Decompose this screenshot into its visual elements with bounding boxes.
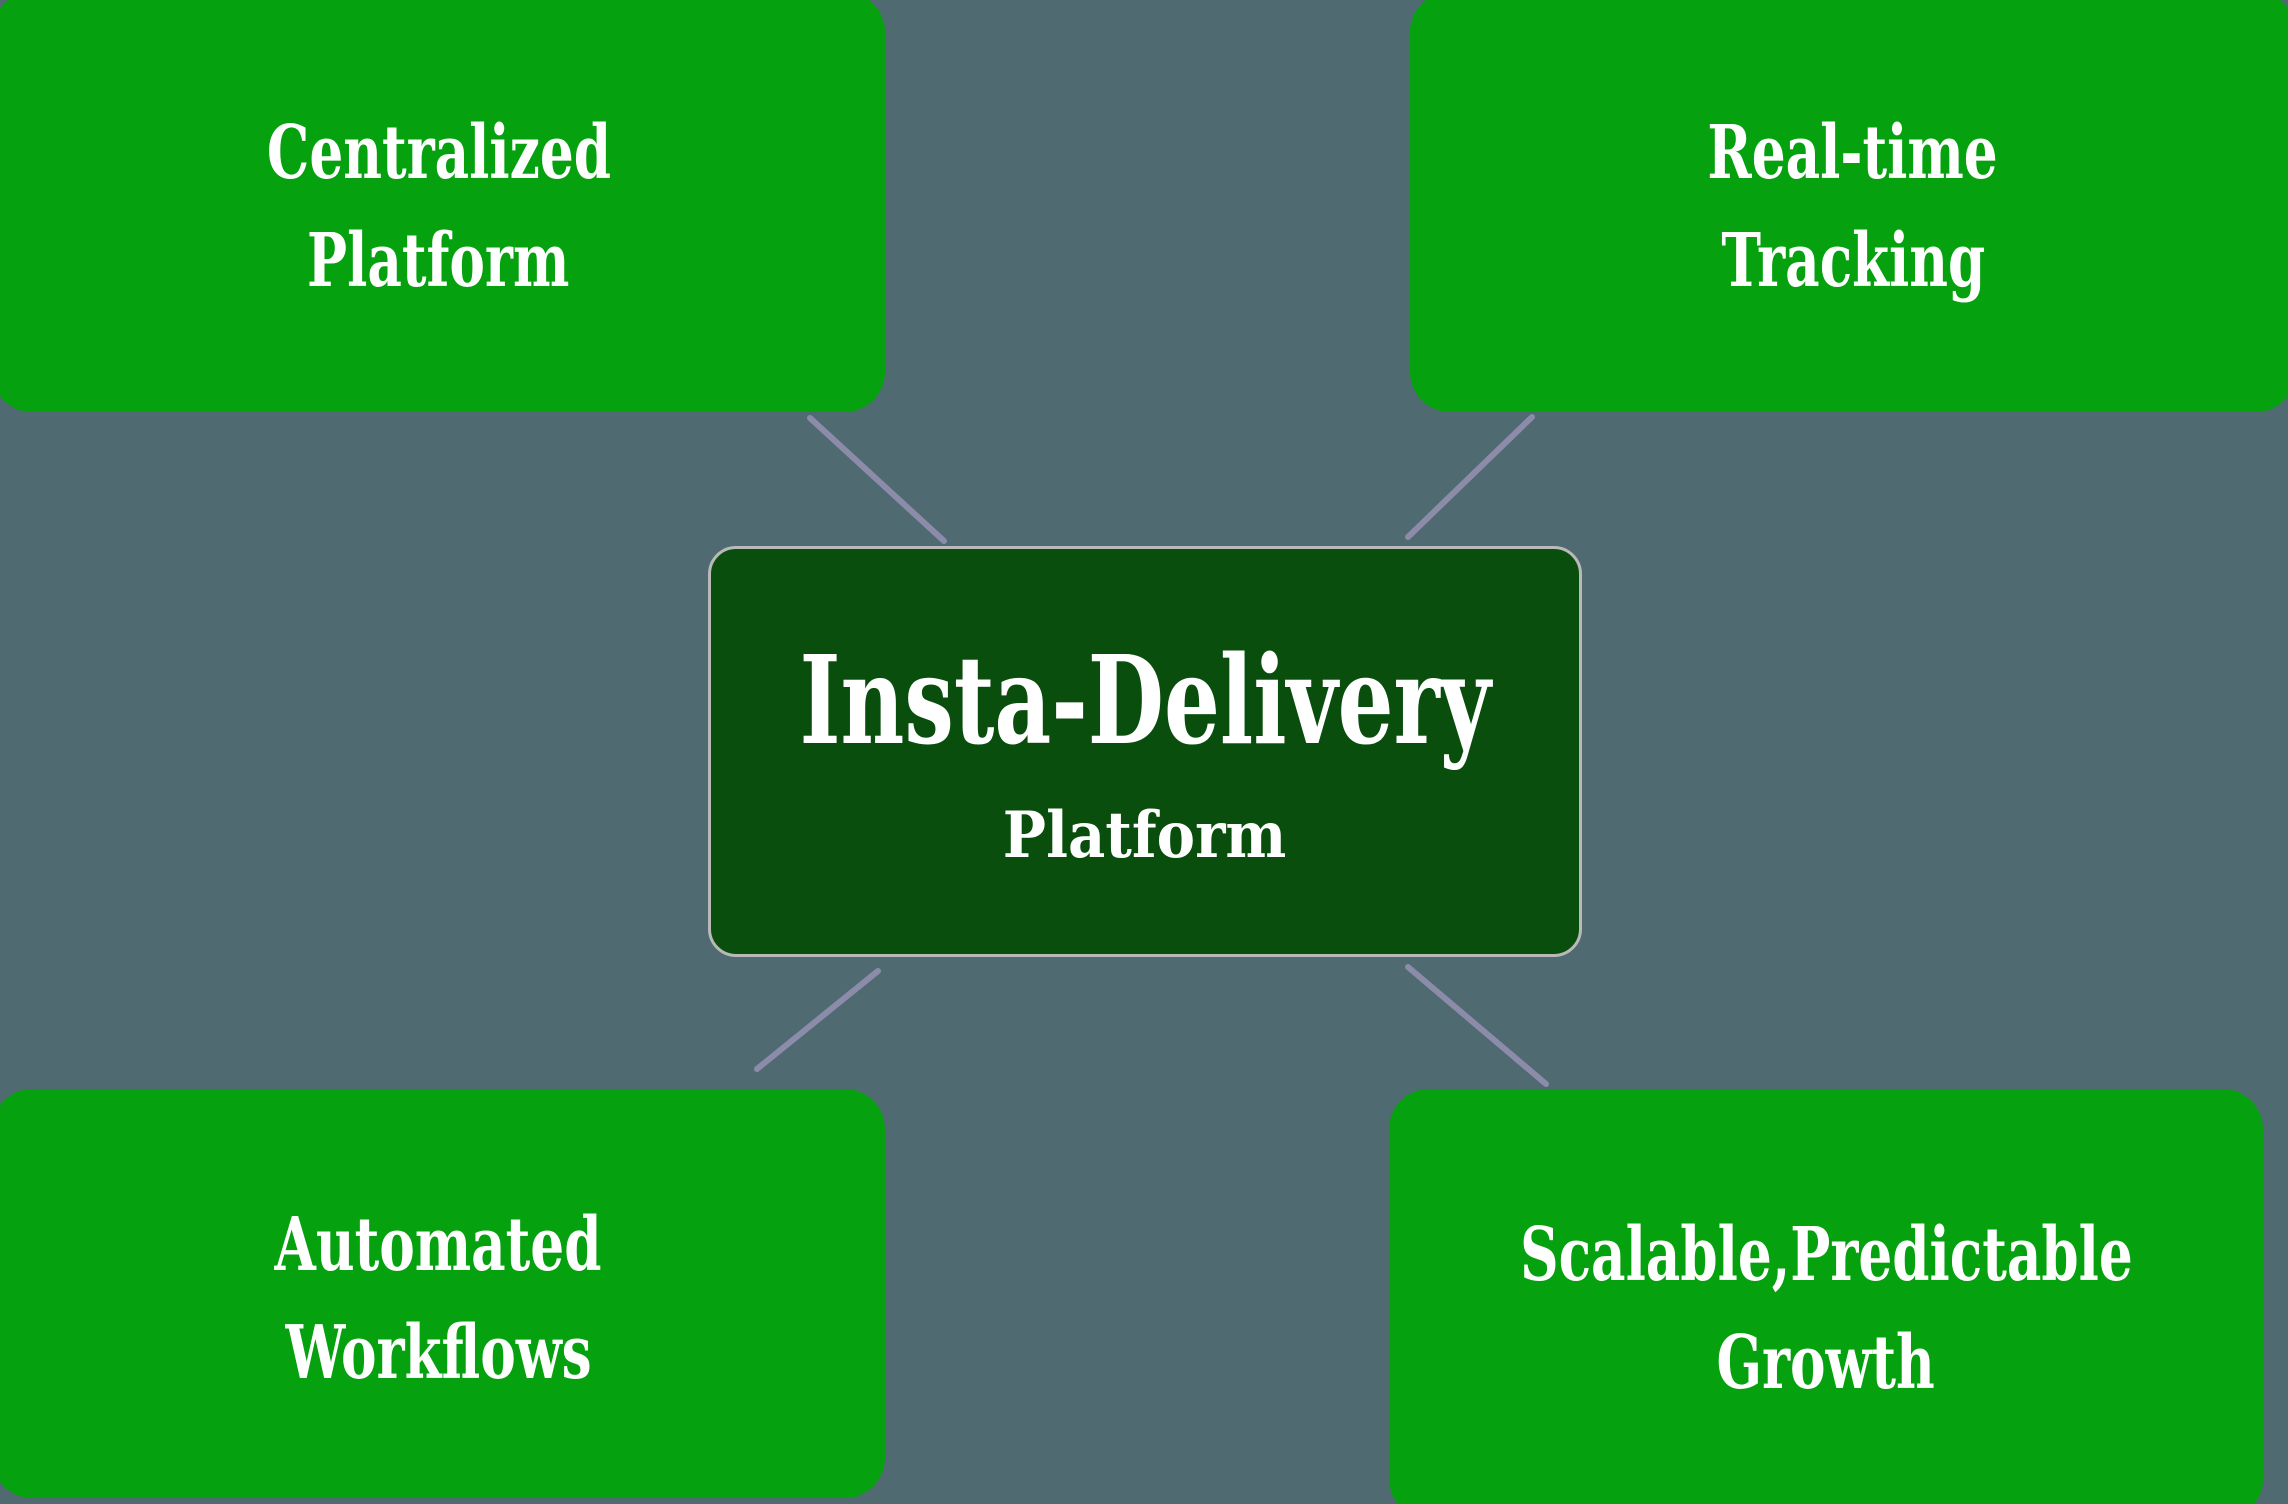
node-label-line: Workflows — [285, 1309, 592, 1396]
node-label-line: Tracking — [1721, 218, 1985, 304]
node-label-line: Automated — [275, 1201, 602, 1288]
center-node-subtitle: Platform — [1003, 797, 1287, 873]
connector-bottom-left — [754, 968, 881, 1072]
node-label-line: Growth — [1716, 1320, 1936, 1406]
node-real-time-tracking[interactable]: Real-time Tracking — [1410, 0, 2288, 412]
node-label-line: Centralized — [266, 110, 611, 196]
node-centralized-platform[interactable]: Centralized Platform — [0, 0, 885, 412]
node-scalable-predictable-growth[interactable]: Scalable,Predictable Growth — [1389, 1089, 2263, 1504]
connector-top-left — [807, 415, 947, 544]
connector-bottom-right — [1405, 964, 1549, 1087]
center-node-title: Insta-Delivery — [799, 627, 1491, 772]
center-node-insta-delivery-platform[interactable]: Insta-Delivery Platform — [708, 546, 1582, 957]
node-automated-workflows[interactable]: Automated Workflows — [0, 1089, 885, 1498]
node-label-line: Platform — [307, 218, 570, 304]
connector-top-right — [1405, 414, 1535, 540]
node-label-line: Scalable,Predictable — [1519, 1212, 2133, 1298]
node-label-line: Real-time — [1707, 110, 1999, 196]
